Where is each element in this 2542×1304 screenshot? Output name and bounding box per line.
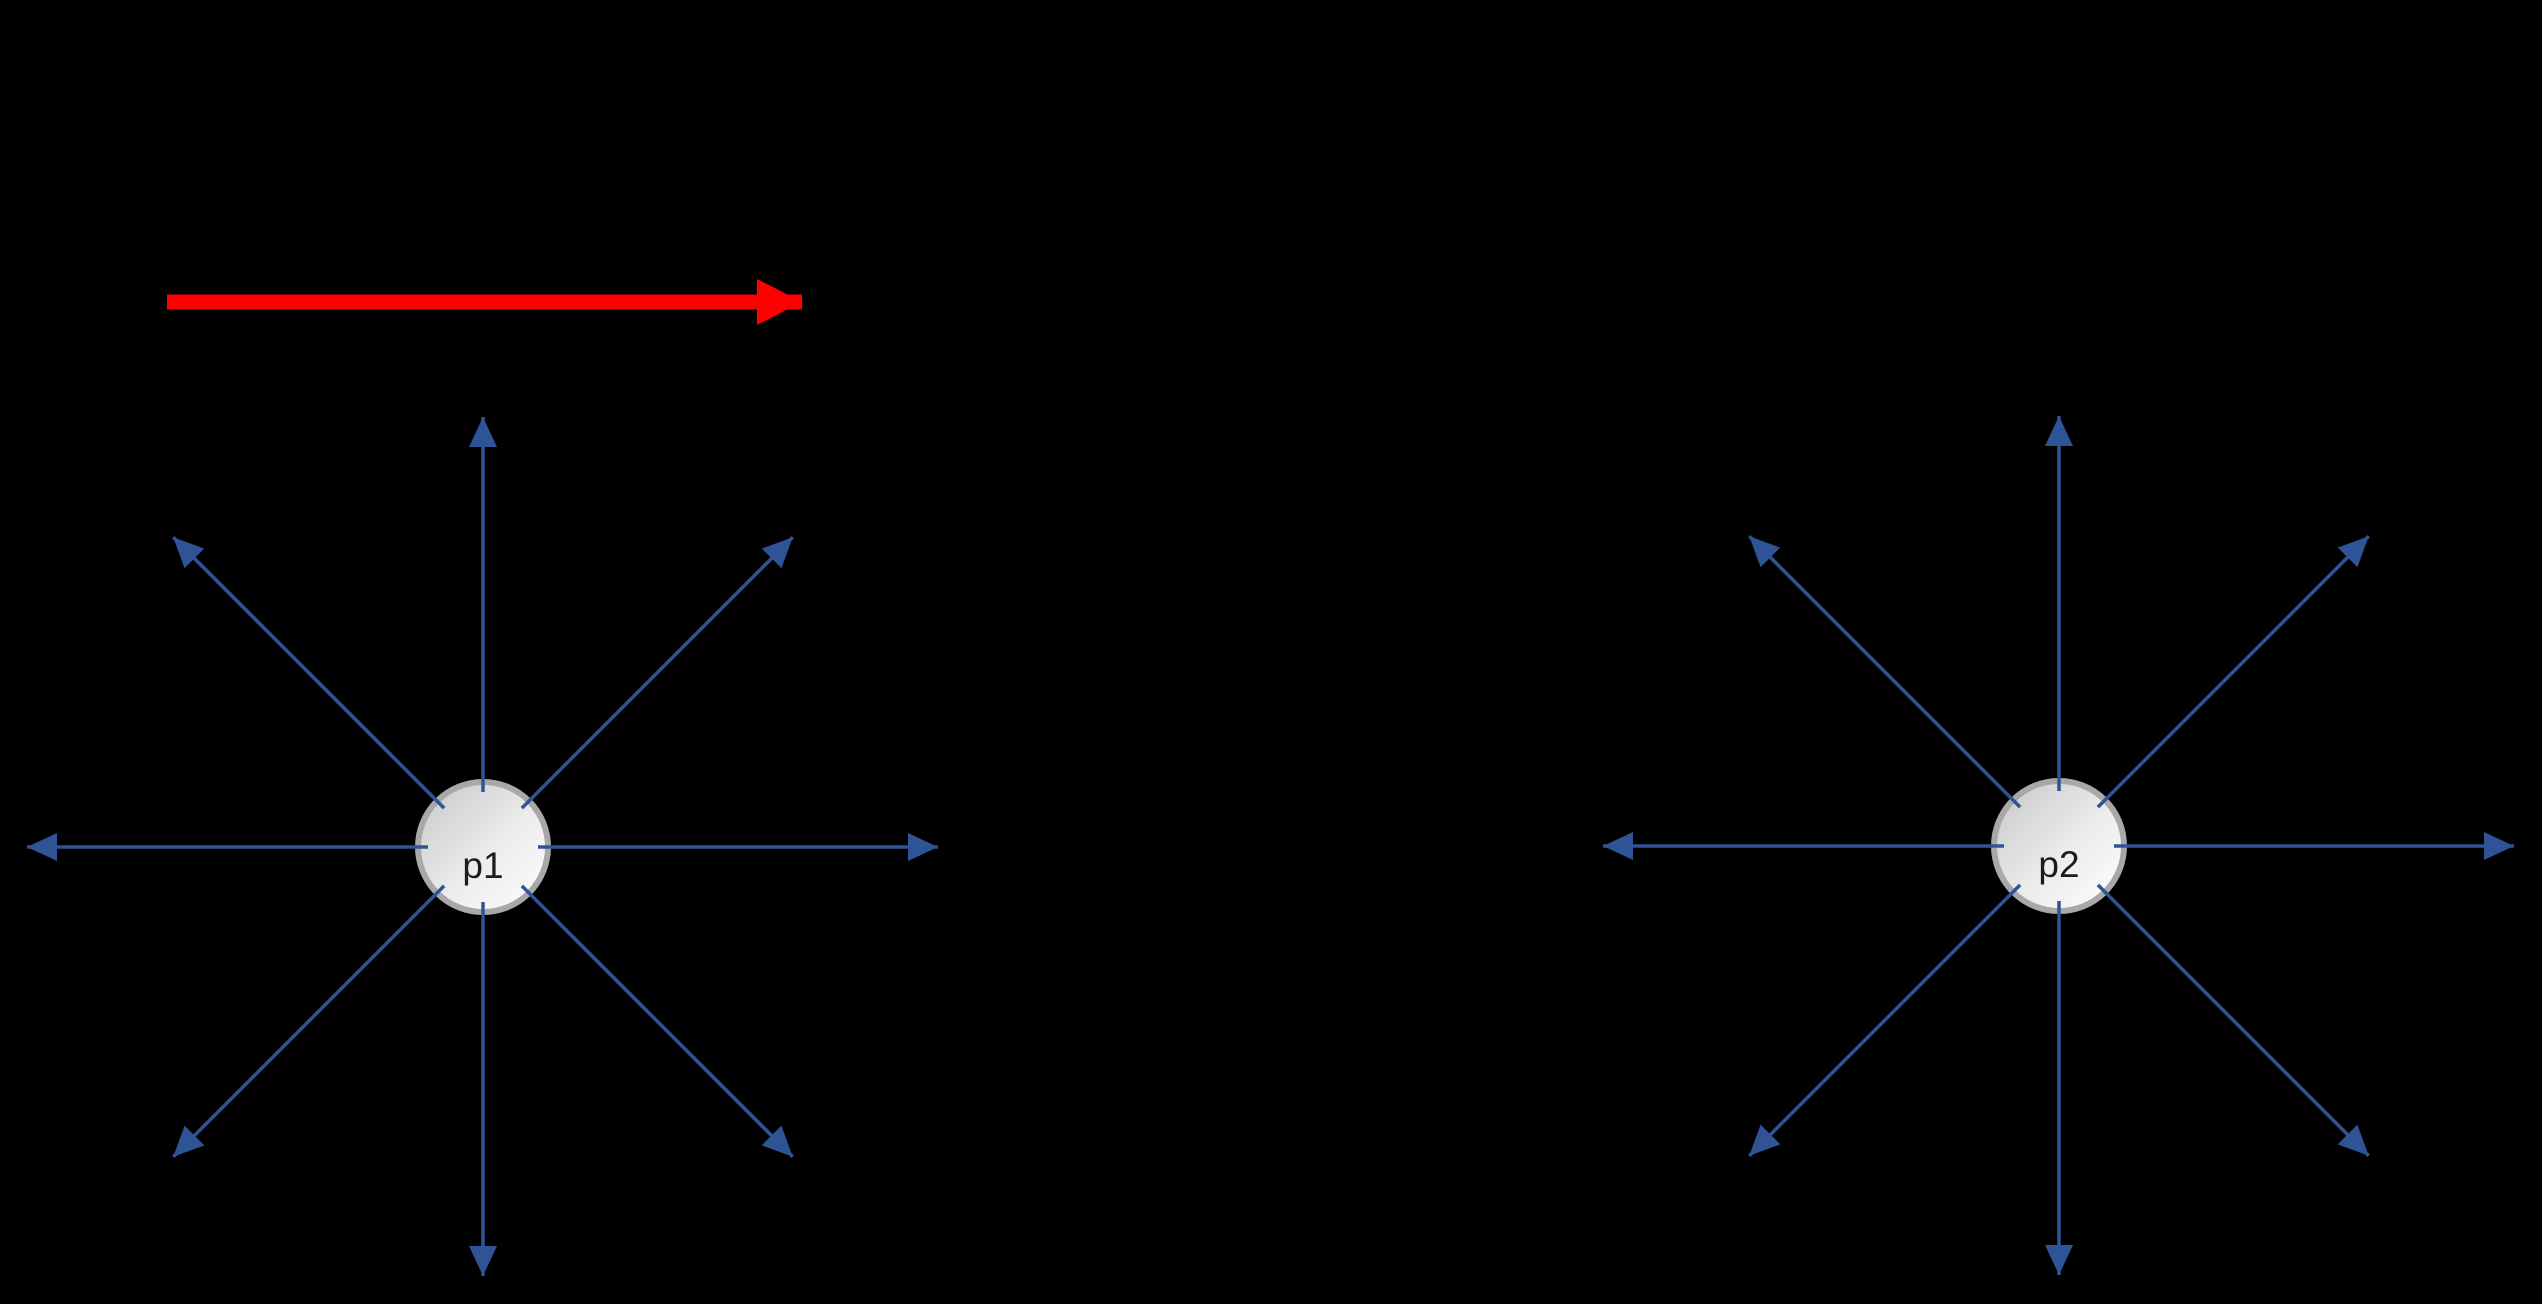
field-line-arrow xyxy=(172,536,446,810)
particle-p1: p1 xyxy=(27,417,938,1276)
field-line-arrow xyxy=(1748,535,2022,809)
field-line-arrow xyxy=(520,884,794,1158)
particle-p2: p2 xyxy=(1603,416,2514,1275)
particle-label: p2 xyxy=(2038,844,2079,885)
field-line-arrow xyxy=(2096,883,2370,1157)
field-line-arrow xyxy=(172,884,446,1158)
field-line-arrow xyxy=(2096,535,2370,809)
particle-label: p1 xyxy=(462,845,503,886)
field-line-arrow xyxy=(1748,883,2022,1157)
field-line-arrow xyxy=(520,536,794,810)
